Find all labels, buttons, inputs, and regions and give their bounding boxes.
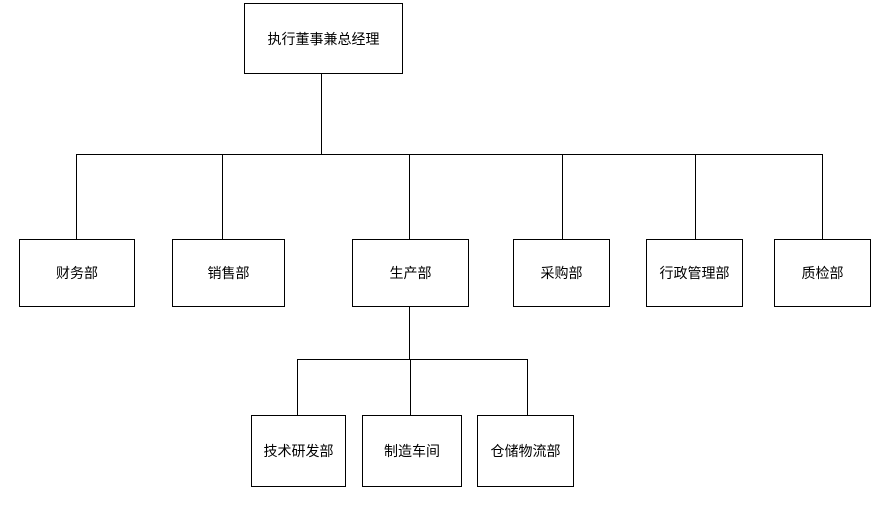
connector-production-down xyxy=(409,307,410,359)
connector-departments-bus xyxy=(76,154,822,155)
node-root: 执行董事兼总经理 xyxy=(244,3,403,74)
node-dept-procurement: 采购部 xyxy=(513,239,610,307)
node-unit-manufacturing: 制造车间 xyxy=(362,415,462,487)
node-unit-rnd-label: 技术研发部 xyxy=(263,444,334,460)
connector-dept-production xyxy=(409,154,410,239)
node-dept-procurement-label: 采购部 xyxy=(540,266,583,282)
node-dept-admin-label: 行政管理部 xyxy=(659,266,730,282)
connector-unit-logistics xyxy=(527,359,528,415)
node-dept-finance-label: 财务部 xyxy=(56,266,98,282)
connector-root-down xyxy=(321,74,322,154)
node-dept-production: 生产部 xyxy=(352,239,469,307)
connector-dept-procurement xyxy=(562,154,563,239)
node-dept-finance: 财务部 xyxy=(19,239,135,307)
connector-units-bus xyxy=(297,359,528,360)
connector-dept-admin xyxy=(695,154,696,239)
node-dept-production-label: 生产部 xyxy=(389,266,432,282)
node-root-label: 执行董事兼总经理 xyxy=(267,31,380,48)
node-dept-sales-label: 销售部 xyxy=(207,266,250,282)
connector-dept-sales xyxy=(222,154,223,239)
node-unit-logistics: 仓储物流部 xyxy=(477,415,574,487)
node-dept-qc-label: 质检部 xyxy=(801,266,844,282)
node-unit-rnd: 技术研发部 xyxy=(251,415,346,487)
node-unit-manufacturing-label: 制造车间 xyxy=(384,444,440,460)
connector-unit-manufacturing xyxy=(410,359,411,415)
connector-dept-finance xyxy=(76,154,77,239)
node-dept-admin: 行政管理部 xyxy=(646,239,743,307)
node-dept-sales: 销售部 xyxy=(172,239,285,307)
node-dept-qc: 质检部 xyxy=(774,239,871,307)
connector-dept-qc xyxy=(822,154,823,239)
connector-unit-rnd xyxy=(297,359,298,415)
node-unit-logistics-label: 仓储物流部 xyxy=(490,444,561,460)
